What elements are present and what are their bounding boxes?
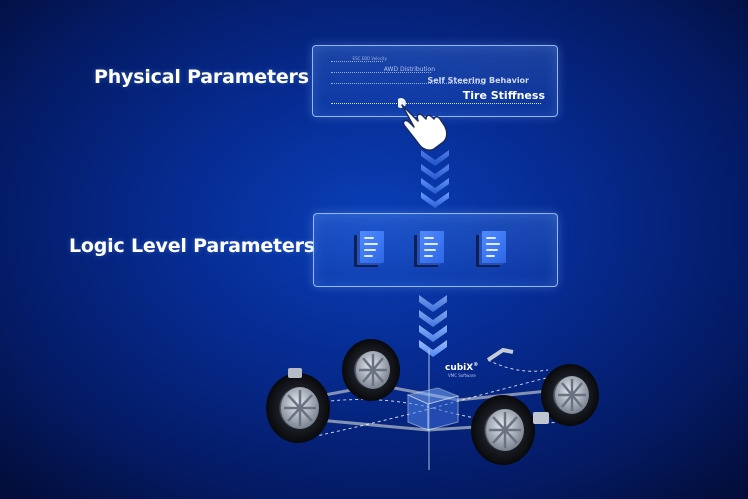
physical-parameters-panel: ESC EBD Velocity AWD Distribution Self S… [312, 45, 558, 117]
cubix-subtitle: VMC Software [448, 373, 476, 378]
cubix-label: cubiX® [445, 362, 479, 373]
chevron-down-icon [417, 150, 453, 208]
parameter-tire-stiffness[interactable]: Tire Stiffness [462, 89, 545, 102]
vehicle-chassis-illustration [266, 339, 599, 470]
parameter-line [331, 72, 431, 73]
logic-level-parameters-panel [313, 213, 558, 287]
hand-pointer-icon [398, 98, 448, 151]
logic-level-parameters-label: Logic Level Parameters [69, 235, 315, 257]
chevron-down-icon [415, 295, 451, 367]
parameter-awd-distribution[interactable]: AWD Distribution [383, 66, 435, 73]
physical-parameters-label: Physical Parameters [94, 66, 309, 88]
parameter-line [331, 61, 383, 62]
document-icon[interactable] [476, 231, 506, 269]
parameter-self-steering-behavior[interactable]: Self Steering Behavior [427, 76, 529, 85]
cubix-cube [406, 387, 460, 431]
document-icon[interactable] [414, 231, 444, 269]
parameter-line [331, 83, 481, 84]
parameter-slider-track[interactable] [331, 103, 541, 104]
parameter-esc-ebd-velocity[interactable]: ESC EBD Velocity [352, 56, 387, 61]
document-icon[interactable] [354, 231, 384, 269]
